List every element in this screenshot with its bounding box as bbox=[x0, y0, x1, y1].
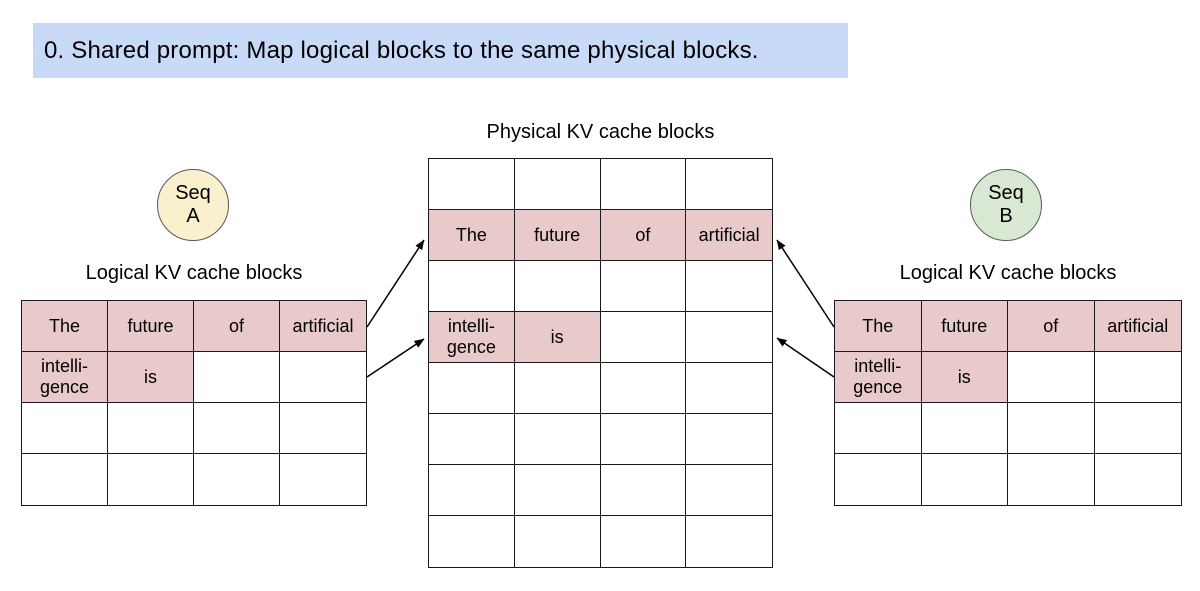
physical-kv-cache-table-cell-r7c4 bbox=[686, 465, 772, 516]
seq-a-logical-kv-cache-table-cell-r2c2: is bbox=[108, 352, 194, 403]
seq-b-logical-kv-cache-table-cell-r1c2: future bbox=[921, 301, 1008, 352]
seq-a-logical-kv-cache-table-cell-r2c1: intelli- gence bbox=[22, 352, 108, 403]
physical-kv-cache-table-cell-r1c1 bbox=[429, 159, 515, 210]
physical-kv-cache-table-cell-r1c3 bbox=[600, 159, 687, 210]
physical-kv-cache-table-cell-r4c3 bbox=[600, 312, 687, 363]
seq-a-logical-kv-cache-table-cell-r2c4 bbox=[280, 352, 366, 403]
seq-b-badge-label: Seq B bbox=[988, 182, 1024, 227]
physical-kv-cache-table-cell-r6c4 bbox=[686, 414, 772, 465]
physical-kv-cache-table-cell-r8c4 bbox=[686, 516, 772, 567]
seq-a-logical-kv-cache-table-cell-r4c3 bbox=[194, 454, 280, 505]
seq-b-logical-table-title: Logical KV cache blocks bbox=[899, 262, 1117, 284]
seq-a-logical-kv-cache-table-cell-r1c2: future bbox=[108, 301, 194, 352]
seq-b-logical-kv-cache-table-cell-r1c4: artificial bbox=[1094, 301, 1181, 352]
physical-kv-cache-table-cell-r1c2 bbox=[514, 159, 601, 210]
seq-a-logical-kv-cache-table-cell-r1c3: of bbox=[194, 301, 280, 352]
seq-b-logical-kv-cache-table-cell-r2c2: is bbox=[921, 352, 1008, 403]
physical-kv-cache-table-cell-r7c3 bbox=[600, 465, 687, 516]
physical-kv-cache-table-cell-r3c2 bbox=[514, 261, 601, 312]
physical-kv-cache-table-cell-r7c1 bbox=[429, 465, 515, 516]
seq-a-logical-kv-cache-table-cell-r1c1: The bbox=[22, 301, 108, 352]
physical-kv-cache-table-cell-r5c3 bbox=[600, 363, 687, 414]
seq-b-logical-kv-cache-table-cell-r1c3: of bbox=[1008, 301, 1095, 352]
seq-a-logical-kv-cache-table-cell-r3c4 bbox=[280, 403, 366, 454]
seq-a-logical-kv-cache-table-cell-r2c3 bbox=[194, 352, 280, 403]
seq-b-logical-kv-cache-table-cell-r4c1 bbox=[835, 454, 922, 505]
physical-table-title: Physical KV cache blocks bbox=[486, 121, 715, 143]
physical-kv-cache-table-cell-r2c4: artificial bbox=[686, 210, 772, 261]
physical-kv-cache-table-cell-r5c1 bbox=[429, 363, 515, 414]
physical-kv-cache-table-cell-r2c3: of bbox=[600, 210, 687, 261]
physical-kv-cache-table-cell-r6c1 bbox=[429, 414, 515, 465]
physical-kv-cache-table-cell-r8c2 bbox=[515, 516, 601, 567]
seq-b-logical-kv-cache-table-cell-r2c3 bbox=[1008, 352, 1095, 403]
seq-b-logical-kv-cache-table-cell-r4c4 bbox=[1095, 454, 1182, 505]
physical-kv-cache-table-cell-r8c1 bbox=[429, 516, 515, 567]
physical-kv-cache-table-cell-r5c2 bbox=[514, 363, 601, 414]
seq-b-logical-kv-cache-table-cell-r4c3 bbox=[1008, 454, 1095, 505]
physical-kv-cache-table-cell-r4c2: is bbox=[514, 312, 601, 363]
physical-kv-cache-table-cell-r3c4 bbox=[686, 261, 772, 312]
arrow-seqB-row1-to-physical-row2 bbox=[776, 239, 835, 328]
physical-kv-cache-table-cell-r6c3 bbox=[600, 414, 687, 465]
physical-kv-cache-table-cell-r1c4 bbox=[686, 159, 772, 210]
arrow-seqA-row1-to-physical-row2 bbox=[366, 239, 425, 328]
seq-a-logical-kv-cache-table-cell-r3c1 bbox=[22, 403, 108, 454]
seq-a-logical-kv-cache-table-cell-r4c1 bbox=[22, 454, 108, 505]
physical-kv-cache-table-cell-r8c3 bbox=[601, 516, 687, 567]
seq-b-logical-kv-cache-table-cell-r2c4 bbox=[1094, 352, 1181, 403]
physical-kv-cache-table-cell-r7c2 bbox=[514, 465, 601, 516]
seq-a-logical-table-title: Logical KV cache blocks bbox=[85, 262, 303, 284]
seq-b-logical-kv-cache-table-cell-r3c4 bbox=[1094, 403, 1181, 454]
seq-b-logical-kv-cache-table-cell-r4c2 bbox=[922, 454, 1008, 505]
arrow-seqB-row2-to-physical-row4 bbox=[776, 337, 835, 378]
physical-kv-cache-table-cell-r2c1: The bbox=[429, 210, 515, 261]
title-banner: 0. Shared prompt: Map logical blocks to … bbox=[33, 23, 848, 78]
seq-b-logical-kv-cache-table-cell-r1c1: The bbox=[835, 301, 922, 352]
seq-a-badge: Seq A bbox=[157, 169, 229, 241]
seq-a-logical-kv-cache-table-cell-r3c2 bbox=[108, 403, 194, 454]
physical-kv-cache-table-cell-r3c1 bbox=[429, 261, 515, 312]
seq-b-badge: Seq B bbox=[970, 169, 1042, 241]
seq-a-badge-label: Seq A bbox=[175, 182, 211, 227]
physical-kv-cache-table-cell-r2c2: future bbox=[514, 210, 601, 261]
physical-kv-cache-table-cell-r6c2 bbox=[514, 414, 601, 465]
arrow-seqA-row2-to-physical-row4 bbox=[366, 338, 425, 378]
seq-a-logical-kv-cache-table-cell-r3c3 bbox=[194, 403, 280, 454]
physical-kv-cache-table-cell-r4c1: intelli- gence bbox=[429, 312, 515, 363]
seq-b-logical-kv-cache-table-cell-r3c1 bbox=[835, 403, 922, 454]
physical-kv-cache-table-cell-r3c3 bbox=[600, 261, 687, 312]
seq-a-logical-kv-cache-table-cell-r1c4: artificial bbox=[280, 301, 366, 352]
seq-b-logical-kv-cache-table-cell-r3c3 bbox=[1008, 403, 1095, 454]
physical-kv-cache-table-cell-r5c4 bbox=[686, 363, 772, 414]
physical-kv-cache-table-cell-r4c4 bbox=[686, 312, 772, 363]
title-text: 0. Shared prompt: Map logical blocks to … bbox=[44, 36, 759, 64]
seq-b-logical-kv-cache-table-cell-r3c2 bbox=[921, 403, 1008, 454]
seq-a-logical-kv-cache-table-cell-r4c2 bbox=[108, 454, 194, 505]
seq-a-logical-kv-cache-table-cell-r4c4 bbox=[280, 454, 366, 505]
seq-b-logical-kv-cache-table-cell-r2c1: intelli- gence bbox=[835, 352, 922, 403]
